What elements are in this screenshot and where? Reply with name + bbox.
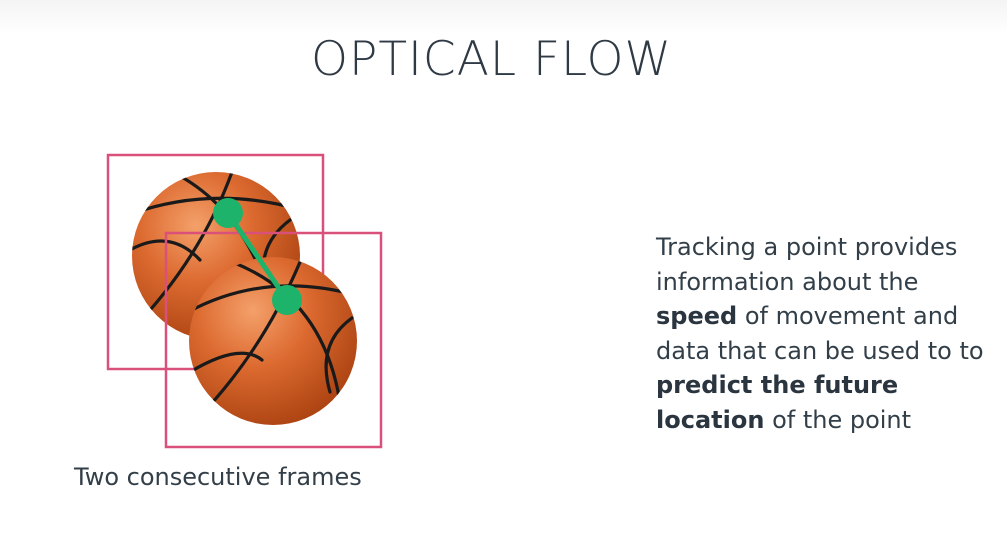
- description-text-1: Tracking a point provides information ab…: [656, 233, 958, 296]
- tracked-point-frame-1: [213, 198, 243, 228]
- tracked-point-frame-2: [272, 285, 302, 315]
- slide-title: OPTICAL FLOW: [310, 32, 672, 87]
- description-text: Tracking a point provides information ab…: [656, 230, 1001, 437]
- diagram-caption: Two consecutive frames: [74, 463, 362, 491]
- description-bold-predict: predict the future location: [656, 371, 899, 434]
- description-text-3: of the point: [772, 405, 912, 434]
- description-text-2: of movement and data that can be used to…: [656, 302, 984, 365]
- motion-vector: [225, 210, 290, 303]
- description-bold-speed: speed: [656, 302, 738, 330]
- bounding-box-frame-2: [164, 231, 383, 449]
- tracked-point-motion: [213, 198, 302, 315]
